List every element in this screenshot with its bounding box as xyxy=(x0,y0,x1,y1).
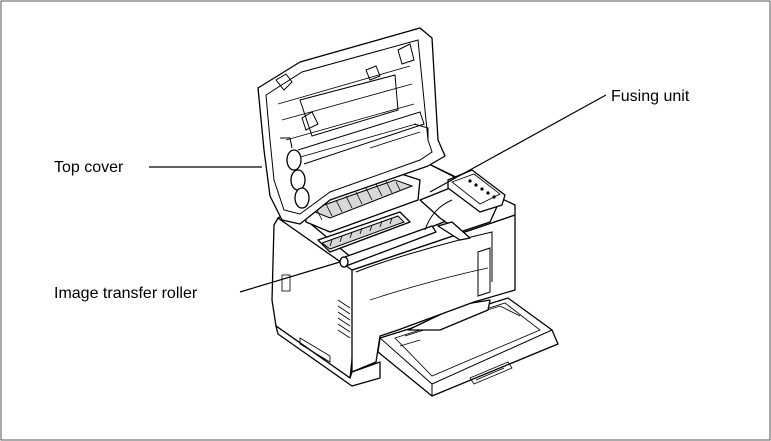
fusing-unit-label: Fusing unit xyxy=(611,88,690,105)
image-transfer-roller-label: Image transfer roller xyxy=(54,285,198,302)
printer-illustration xyxy=(257,27,559,397)
top-cover xyxy=(257,27,446,225)
fusing-unit-leader xyxy=(429,94,607,193)
printer-interior xyxy=(299,161,506,268)
top-cover-label: Top cover xyxy=(54,159,124,176)
image-transfer-roller-leader xyxy=(239,261,341,293)
